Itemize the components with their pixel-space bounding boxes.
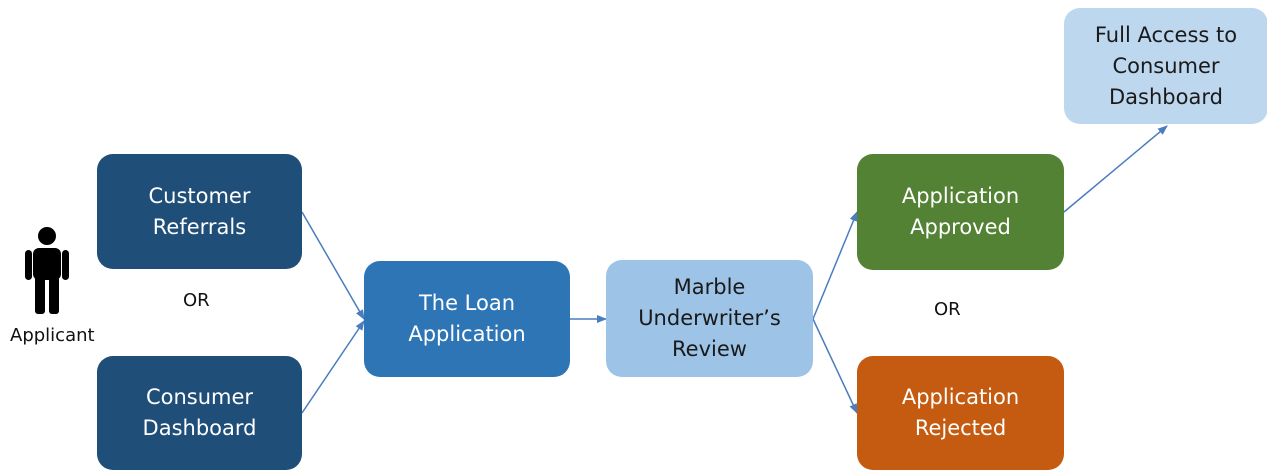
node-consumer-dashboard: Consumer Dashboard — [97, 356, 302, 470]
node-loan-application: The Loan Application — [364, 261, 570, 377]
arrow-referrals-to-loan — [301, 211, 365, 320]
arrow-dashboard-to-loan — [301, 320, 365, 414]
node-application-rejected: Application Rejected — [857, 356, 1064, 470]
node-application-approved: Application Approved — [857, 154, 1064, 270]
or-label-left: OR — [183, 290, 210, 311]
applicant-label: Applicant — [10, 325, 95, 346]
arrow-review-to-rejected — [812, 318, 858, 414]
node-underwriter-review: Marble Underwriter’s Review — [606, 260, 813, 377]
arrow-review-to-approved — [812, 211, 858, 320]
or-label-right: OR — [934, 299, 961, 320]
node-full-access: Full Access to Consumer Dashboard — [1064, 8, 1267, 124]
person-icon — [25, 227, 69, 314]
node-customer-referrals: Customer Referrals — [97, 154, 302, 269]
arrow-approved-to-full-access — [1063, 125, 1168, 213]
